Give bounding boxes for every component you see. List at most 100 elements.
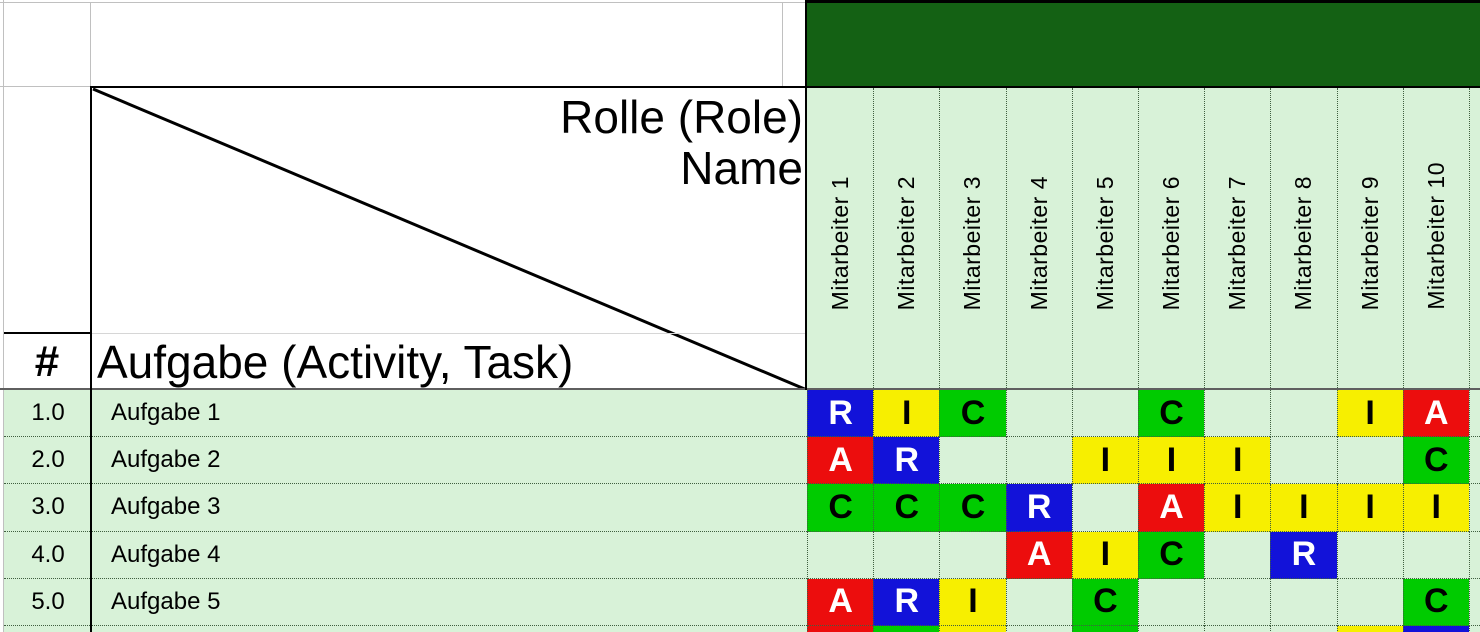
raci-letter: R [894,582,920,621]
raci-cell[interactable]: A [1137,484,1205,532]
raci-letter: I [1365,393,1375,432]
column-header[interactable]: Mitarbeiter 3 [939,88,1005,388]
column-header[interactable]: Mitarbeiter 7 [1204,88,1270,388]
row-number-cell[interactable]: 4.0 [4,531,92,579]
raci-cell[interactable]: I [1204,484,1271,532]
raci-cell[interactable]: I [1336,625,1403,632]
raci-cell[interactable]: R [807,390,874,438]
border-line [90,86,92,632]
raci-cell[interactable]: I [1204,437,1271,485]
raci-cell-sliver [1468,531,1480,579]
raci-cell[interactable] [939,437,1006,485]
raci-cell[interactable]: A [807,578,874,626]
raci-cell[interactable]: I [1336,484,1403,532]
task-cell[interactable]: Aufgabe 3 [92,484,807,532]
raci-cell[interactable] [1005,625,1072,632]
raci-cell[interactable]: I [939,578,1006,626]
raci-cell[interactable]: R [873,578,940,626]
raci-cell[interactable]: C [807,484,874,532]
raci-cell[interactable] [1005,437,1072,485]
raci-cell[interactable]: C [1137,390,1205,438]
raci-cell[interactable] [873,531,940,579]
raci-cell[interactable] [1071,484,1138,532]
raci-cell[interactable]: I [939,625,1006,632]
raci-cell[interactable] [1270,437,1337,485]
raci-cell[interactable] [1336,578,1403,626]
raci-letter: A [828,440,853,479]
row-number-cell[interactable]: 2.0 [4,437,92,485]
number-column-header[interactable]: # [4,334,90,390]
raci-cell[interactable]: I [873,390,940,438]
raci-cell[interactable] [1336,531,1403,579]
raci-cell[interactable]: A [807,625,874,632]
column-header[interactable]: Mitarbeiter 4 [1005,88,1072,388]
raci-cell[interactable] [1270,578,1337,626]
raci-cell[interactable]: C [873,625,940,632]
column-header[interactable]: Mitarbeiter 10 [1402,88,1469,388]
task-cell[interactable]: Aufgabe 2 [92,437,807,485]
column-header[interactable]: Mitarbeiter 6 [1137,88,1204,388]
task-cell[interactable]: Aufgabe 1 [92,390,807,438]
gridline [0,86,92,87]
raci-cell[interactable] [1204,625,1271,632]
raci-cell[interactable]: I [1402,484,1469,532]
raci-cell[interactable]: R [1270,531,1337,579]
raci-cell[interactable]: C [873,484,940,532]
number-column-header-label: # [34,337,60,386]
raci-cell[interactable] [1204,531,1271,579]
column-header[interactable]: Mitarbeiter 5 [1071,88,1138,388]
task-cell[interactable]: Aufgabe 5 [92,578,807,626]
raci-cell[interactable] [1204,578,1271,626]
raci-cell[interactable] [1204,390,1271,438]
raci-cell[interactable]: C [1402,578,1469,626]
sheet-edge-strip [0,0,4,632]
raci-cell[interactable]: R [1402,625,1469,632]
raci-cell[interactable]: C [939,390,1006,438]
column-header-label: Mitarbeiter 6 [1158,175,1185,310]
raci-cell[interactable] [1137,578,1205,626]
border-line [805,0,1480,3]
raci-cell[interactable]: C [1071,578,1138,626]
raci-cell[interactable] [1071,390,1138,438]
column-header[interactable]: Mitarbeiter 9 [1336,88,1403,388]
task-cell[interactable]: Aufgabe 4 [92,531,807,579]
matrix-corner-cell[interactable]: Rolle (Role) Name Aufgabe (Activity, Tas… [92,88,807,390]
raci-cell[interactable] [1005,390,1072,438]
raci-cell[interactable] [1336,437,1403,485]
raci-cell[interactable]: R [873,437,940,485]
raci-cell[interactable]: A [1402,390,1469,438]
gridline [92,333,807,334]
column-header[interactable]: Mitarbeiter 2 [873,88,939,388]
raci-cell[interactable]: I [1137,437,1205,485]
raci-cell[interactable]: A [1005,531,1072,579]
column-header[interactable]: Mitarbeiter 1 [807,88,873,388]
corner-labels: Rolle (Role) Name [560,92,803,194]
raci-cell[interactable] [1137,625,1205,632]
row-number-cell[interactable] [4,625,92,632]
raci-cell[interactable]: R [1005,484,1072,532]
raci-cell[interactable]: C [1137,531,1205,579]
raci-cell[interactable]: I [1071,437,1138,485]
raci-cell[interactable] [1402,531,1469,579]
raci-cell[interactable]: A [807,437,874,485]
raci-cell[interactable]: C [939,484,1006,532]
row-number-cell[interactable]: 5.0 [4,578,92,626]
raci-cell[interactable]: I [1071,531,1138,579]
raci-cell[interactable] [939,531,1006,579]
raci-cell[interactable] [1270,625,1337,632]
raci-cell[interactable] [807,531,874,579]
raci-cell[interactable] [1005,578,1072,626]
task-cell[interactable] [92,625,807,632]
row-number-cell[interactable]: 1.0 [4,390,92,438]
raci-cell[interactable] [1270,390,1337,438]
column-header[interactable]: Mitarbeiter 8 [1270,88,1336,388]
raci-letter: R [894,440,920,479]
raci-cell[interactable]: C [1402,437,1469,485]
row-number-cell[interactable]: 3.0 [4,484,92,532]
raci-letter: I [1299,487,1309,526]
raci-cell[interactable]: I [1270,484,1337,532]
raci-letter: I [1365,630,1374,632]
raci-cell[interactable]: C [1071,625,1138,632]
raci-cell[interactable]: I [1336,390,1403,438]
